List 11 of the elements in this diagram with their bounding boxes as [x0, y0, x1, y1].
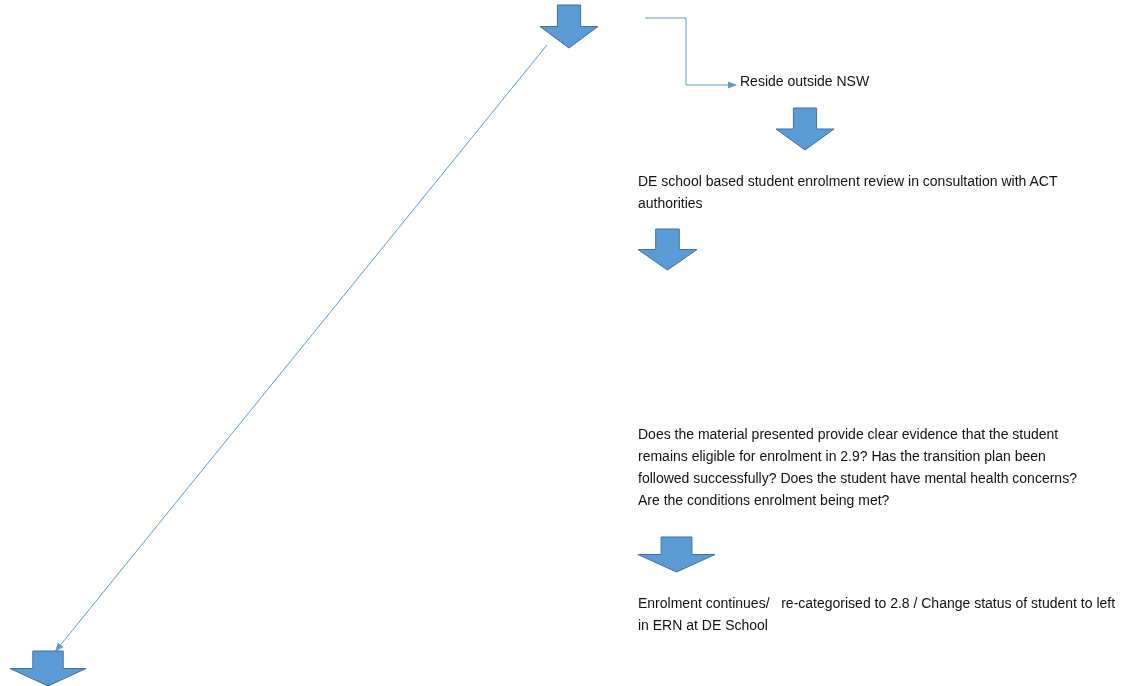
block-arrow — [775, 107, 835, 151]
block-arrow — [637, 536, 716, 573]
connector-arrow — [644, 17, 737, 89]
step-text: Does the material presented provide clear evidence that the student remains eligible for enrolment in 2.9? Has the transition plan been followed successfully? Does the student have mental health concerns? Are the conditions enrolment being met? — [638, 423, 1078, 511]
step-text: Reside outside NSW — [740, 70, 900, 92]
step-text: DE school based student enrolment review in consultation with ACT authorities — [638, 170, 1108, 214]
block-arrow-shape — [540, 5, 598, 48]
step-text: Enrolment continues/ re-categorised to 2.8 / Change status of student to left in ERN at DE School — [638, 592, 1124, 636]
block-arrow-shape — [10, 651, 86, 686]
connector-arrow — [55, 44, 548, 652]
block-arrow — [637, 228, 698, 271]
